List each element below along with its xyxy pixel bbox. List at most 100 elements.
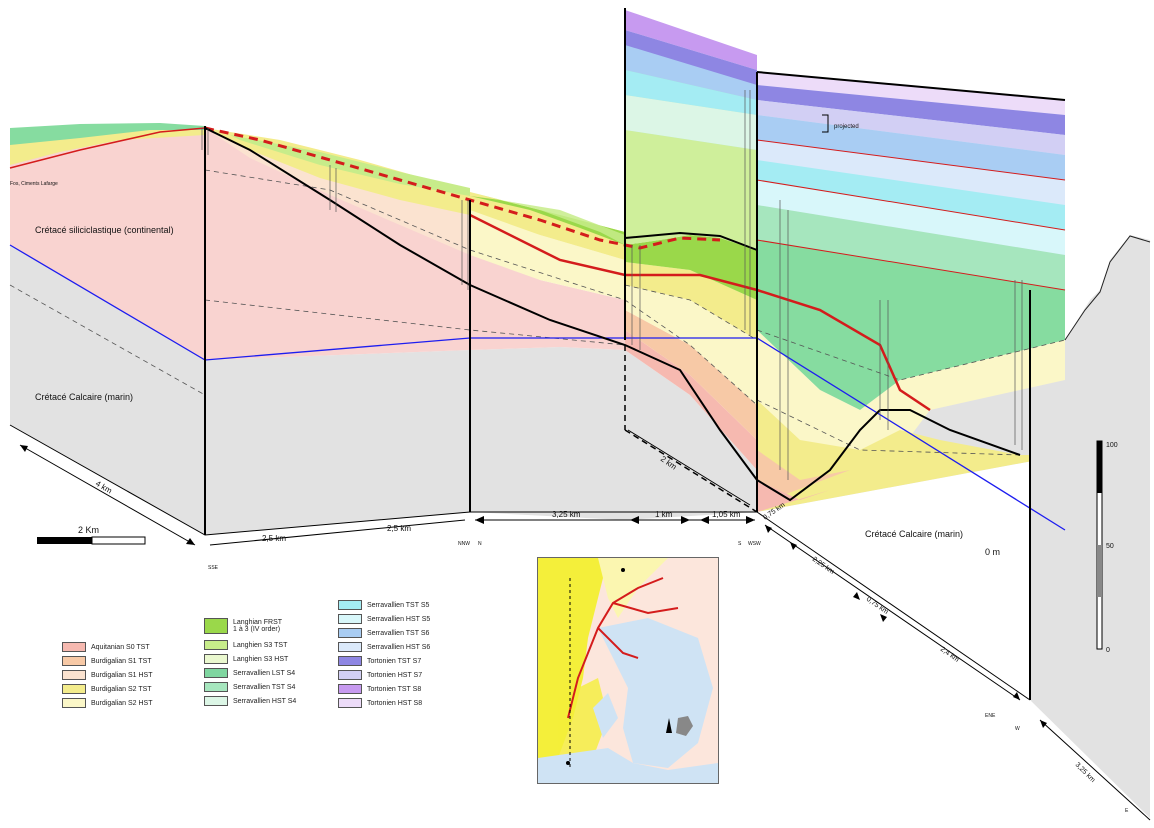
legend-label: Burdigalian S1 TST [91,657,152,665]
dist-25-b: 2,5 km [387,524,411,533]
arrow-heads [20,445,1047,728]
projection-dash-2 [624,429,758,513]
legend-swatch [62,698,86,708]
legend-label: Langhien S3 TST [233,641,288,649]
legend-item: Tortonien TST S8 [338,682,430,696]
location-map-svg [538,558,718,783]
legend-label: Serravallien TST S6 [367,629,430,637]
legend-item: Serravallien TST S6 [338,626,430,640]
orient-s: S [738,541,742,547]
orient-nnw: NNW [458,541,470,547]
legend-item: Serravallien HST S6 [338,640,430,654]
legend-item: Burdigalian S1 TST [62,654,152,668]
legend-label: Langhien S3 HST [233,655,289,663]
orient-sse: SSE [208,565,219,571]
cr-yellow [625,262,757,340]
dist-325-right: 3,25 km [1074,761,1097,784]
label-projected: projected [834,124,859,130]
legend-item: Burdigalian S2 TST [62,682,152,696]
legend-swatch [62,642,86,652]
legend-item: Tortonien HST S8 [338,696,430,710]
cr-orange [625,310,757,440]
left-yellow-strip [10,130,205,165]
center-yellow [470,192,625,260]
legend-item: Langhien S3 TST [204,638,296,652]
legend-label: Aquitanian S0 TST [91,643,150,651]
legend-item: Langhian FRST 1 à 3 (IV order) [204,614,296,638]
top-violet-band [625,30,757,85]
legend-swatch [204,682,228,692]
cr-pink [625,330,757,470]
legend-label: Tortonien HST S7 [367,671,423,679]
legend-item: Serravallien LST S4 [204,666,296,680]
base-lines [9,424,1031,701]
orient-wsw: WSW [748,541,761,547]
label-zero-m: 0 m [985,547,1000,557]
legend-swatch [204,668,228,678]
top-pale-band [625,95,757,150]
legend-swatch [338,684,362,694]
legend-item: Tortonien TST S7 [338,654,430,668]
legend-item: Serravallien HST S5 [338,612,430,626]
dist-105: 1,05 km [712,510,741,519]
projected-bracket [822,114,829,133]
mountain-profile [1064,235,1151,341]
orient-e: E [1125,808,1129,814]
legend-label: Burdigalian S2 HST [91,699,153,707]
mid-pink [205,128,470,360]
legend-swatch [204,618,228,634]
dist-325: 3,25 km [552,510,581,519]
left-gray-lower [10,245,205,425]
legend-col-2: Langhian FRST 1 à 3 (IV order) Langhien … [204,614,296,708]
scale-bar-white [91,536,146,545]
legend-item: Tortonien HST S7 [338,668,430,682]
cr-green [625,235,757,300]
legend-label: Burdigalian S1 HST [91,671,153,679]
dashed-boundaries [9,169,1066,456]
legend-swatch [338,642,362,652]
scale-bar-black [37,537,92,544]
mid-langhian [230,135,470,196]
section-verticals [204,8,1031,700]
right-block [757,72,1065,512]
legend-swatch [204,654,228,664]
label-scale-2km: 2 Km [78,525,99,535]
legend-label: Serravallien LST S4 [233,669,296,677]
label-cretace-silico: Crétacé siliciclastique (continental) [35,225,174,235]
orient-n: N [478,541,482,547]
label-scale-50: 50 [1106,543,1114,550]
legend-col-3: Serravallien TST S5 Serravallien HST S5 … [338,598,430,710]
black-base-lines [204,71,1066,502]
legend-label: Serravallien HST S5 [367,615,431,623]
cr-lightyellow [625,285,757,405]
legend-swatch [62,656,86,666]
north-arrow-icon [666,718,672,733]
label-scale-100: 100 [1106,442,1118,449]
dist-075-b: 0,75 km [865,596,890,616]
location-map-inset [537,557,719,784]
legend-label: Burdigalian S2 TST [91,685,152,693]
dist-1: 1 km [655,510,673,519]
legend-swatch [338,670,362,680]
legend-label: Tortonien TST S8 [367,685,422,693]
top-cyan-band [625,70,757,115]
legend-swatch [204,696,228,706]
legend-label: Serravallien HST S4 [233,697,297,705]
legend-label: Serravallien TST S4 [233,683,296,691]
legend-item: Langhien S3 HST [204,652,296,666]
dist-225: 2,25 km [811,556,836,576]
orient-ene: ENE [985,713,996,719]
vscale-seg-3 [1097,545,1102,597]
label-cretace-calc-right: Crétacé Calcaire (marin) [865,529,963,539]
legend-item: Serravallien TST S5 [338,598,430,612]
legend-item: Serravallien TST S4 [204,680,296,694]
legend-swatch [338,600,362,610]
label-cretace-calc-left: Crétacé Calcaire (marin) [35,392,133,402]
legend-swatch [62,684,86,694]
well-logs [201,90,1023,480]
legend-label: Serravallien TST S5 [367,601,430,609]
left-cretace-pink [10,128,205,360]
legend-label: Tortonien TST S7 [367,657,422,665]
